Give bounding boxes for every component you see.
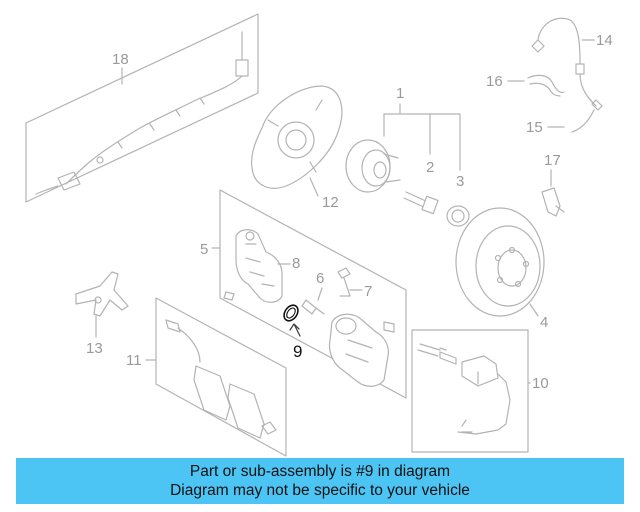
part-11-brake-pad-panel xyxy=(155,297,287,457)
part-12-dust-shield xyxy=(251,85,343,189)
part-18-abs-harness xyxy=(25,13,259,203)
callout-4: 4 xyxy=(540,314,548,331)
callout-9: 9 xyxy=(293,342,302,361)
leader-1 xyxy=(383,103,461,171)
callout-8: 8 xyxy=(292,255,300,272)
part-4-brake-rotor xyxy=(455,207,545,317)
part-13-support-bracket xyxy=(75,271,129,317)
callout-6: 6 xyxy=(316,270,324,287)
part-15-brake-line xyxy=(571,99,603,133)
caption-line-2: Diagram may not be specific to your vehi… xyxy=(170,482,470,499)
hardware-kit xyxy=(417,343,511,435)
part-16-clip xyxy=(527,74,565,97)
part-8-caliper-carrier xyxy=(235,229,283,303)
leader-9 xyxy=(289,323,301,337)
part-2-hub-bolt xyxy=(403,191,439,215)
callout-15: 15 xyxy=(526,119,543,136)
part-10-hardware-kit-panel xyxy=(411,329,529,453)
callout-1: 1 xyxy=(396,85,404,102)
callout-16: 16 xyxy=(486,73,503,90)
leader-4 xyxy=(529,303,539,317)
callout-18: 18 xyxy=(112,51,129,68)
callout-12: 12 xyxy=(322,194,339,211)
part-1-wheel-hub xyxy=(345,139,401,193)
callout-5: 5 xyxy=(200,241,208,258)
callout-2: 2 xyxy=(426,159,434,176)
caption-banner: Part or sub-assembly is #9 in diagram Di… xyxy=(16,458,624,504)
leader-6 xyxy=(317,287,323,301)
caption-line-1: Part or sub-assembly is #9 in diagram xyxy=(189,463,451,480)
part-14-brake-hose xyxy=(531,17,597,107)
callout-13: 13 xyxy=(86,340,103,357)
callout-10: 10 xyxy=(532,375,549,392)
callout-3: 3 xyxy=(456,173,464,190)
part-17-bracket xyxy=(541,187,565,217)
caliper-housing xyxy=(328,313,395,387)
callout-11: 11 xyxy=(126,352,142,369)
brake-pads xyxy=(165,319,277,439)
callout-7: 7 xyxy=(364,283,372,300)
part-3-dust-cap xyxy=(446,205,470,227)
callout-17: 17 xyxy=(544,152,561,169)
part-6-guide-pin xyxy=(301,299,325,315)
part-7-guide-bolt xyxy=(337,267,351,297)
part-9-o-ring xyxy=(283,304,299,322)
leader-12 xyxy=(309,177,319,197)
callout-14: 14 xyxy=(596,32,613,49)
bleeder-screw xyxy=(223,291,235,301)
part-5-caliper-panel xyxy=(219,189,407,399)
